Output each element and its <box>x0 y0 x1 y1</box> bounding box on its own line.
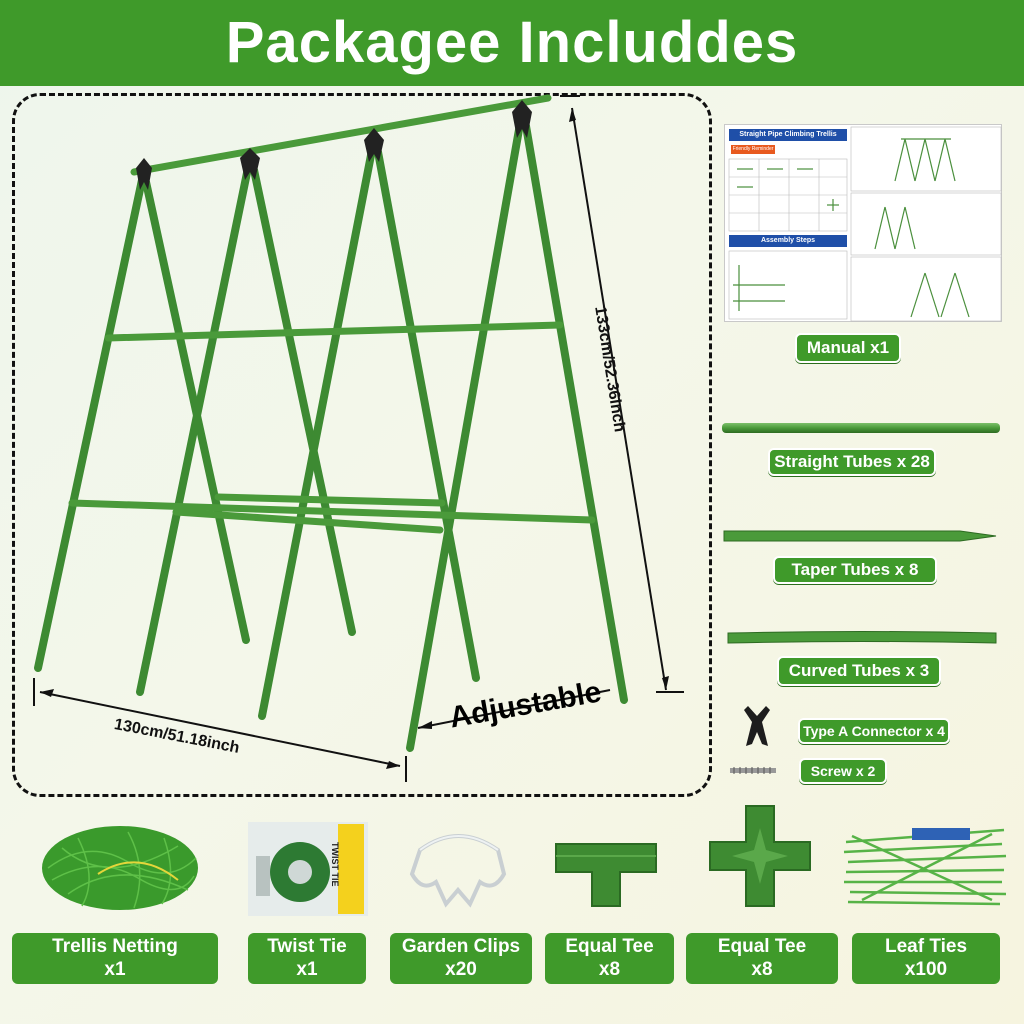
top-connectors <box>136 100 532 190</box>
twist-tie-pack-text: TWIST TIE <box>330 842 340 887</box>
bottom-item-name: Equal Tee <box>717 936 807 957</box>
bottom-item-qty: x100 <box>904 959 948 980</box>
bottom-item-netting: Trellis Netting x1 <box>12 933 218 984</box>
manual-label: Manual x1 <box>795 333 901 363</box>
equal-tee-icon <box>555 843 657 907</box>
bottom-item-name: Garden Clips <box>401 936 521 957</box>
bottom-item-equal-cross-tee: Equal Tee x8 <box>686 933 838 984</box>
manual-reminder: Friendly Reminder <box>731 145 775 154</box>
height-dimension <box>560 95 684 693</box>
trellis-crossbars <box>68 94 596 534</box>
straight-tube-image <box>722 423 1000 433</box>
manual-assembly-heading: Assembly Steps <box>729 235 847 247</box>
trellis-frame-box <box>12 93 712 797</box>
trellis-netting-icon <box>42 826 198 910</box>
curved-tube-image <box>727 631 997 644</box>
bottom-item-leaf-ties: Leaf Ties x100 <box>852 933 1000 984</box>
straight-tubes-label: Straight Tubes x 28 <box>768 448 936 476</box>
bottom-item-twist-tie: Twist Tie x1 <box>248 933 366 984</box>
bottom-item-equal-tee: Equal Tee x8 <box>545 933 674 984</box>
twist-tie-icon <box>248 822 368 916</box>
bottom-item-qty: x20 <box>445 959 477 980</box>
bottom-item-name: Leaf Ties <box>884 936 968 957</box>
taper-tubes-label: Taper Tubes x 8 <box>773 556 937 584</box>
garden-clip-icon <box>409 834 507 908</box>
bottom-item-qty: x8 <box>751 959 773 980</box>
bottom-item-name: Trellis Netting <box>52 936 178 957</box>
bottom-item-qty: x1 <box>104 959 126 980</box>
bottom-item-garden-clips: Garden Clips x20 <box>390 933 532 984</box>
screw-icon <box>730 767 776 774</box>
bottom-item-name: Equal Tee <box>565 936 654 957</box>
equal-cross-tee-icon <box>709 805 811 907</box>
manual-sheet: Straight Pipe Climbing Trellis Friendly … <box>724 124 1002 322</box>
type-a-connector-icon <box>744 706 770 746</box>
trellis-legs <box>34 120 628 752</box>
taper-tube-image <box>723 530 997 542</box>
connector-label: Type A Connector x 4 <box>798 718 950 744</box>
bottom-item-qty: x1 <box>296 959 318 980</box>
curved-tubes-label: Curved Tubes x 3 <box>777 656 941 686</box>
bottom-item-name: Twist Tie <box>267 936 347 957</box>
manual-diagrams <box>728 126 1002 322</box>
page-title: Packagee Includdes <box>0 0 1024 86</box>
bottom-item-qty: x8 <box>598 959 621 980</box>
manual-title: Straight Pipe Climbing Trellis <box>729 129 847 141</box>
width-dimension <box>33 678 611 782</box>
leaf-ties-icon <box>843 828 1007 906</box>
screw-label: Screw x 2 <box>799 758 887 784</box>
